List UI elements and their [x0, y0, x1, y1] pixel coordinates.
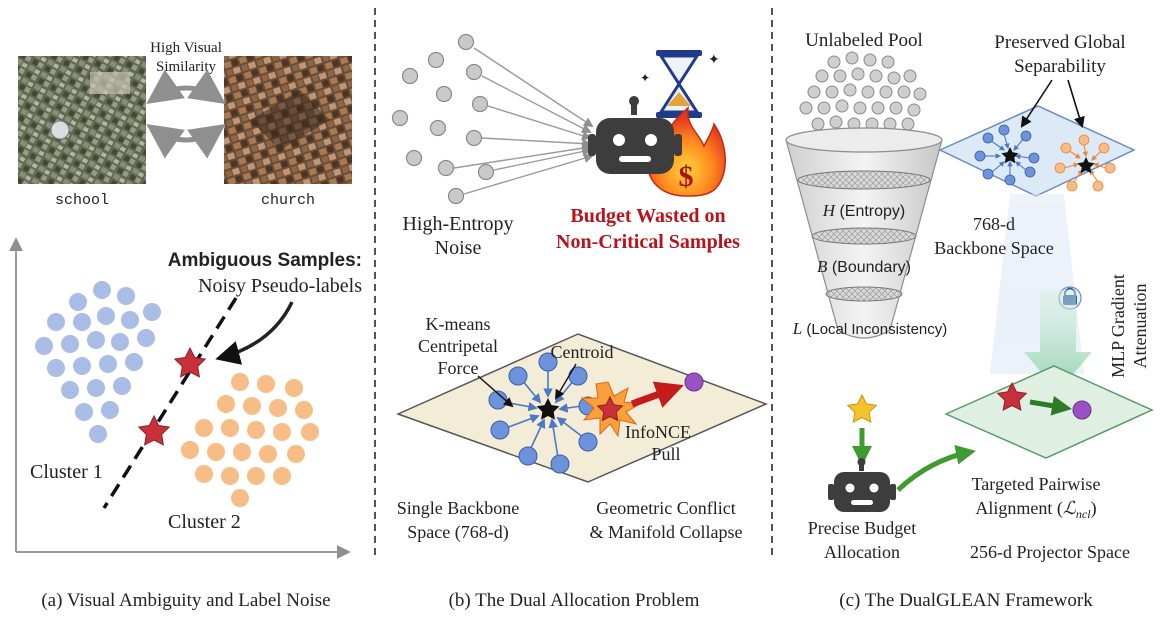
noisy-star: [596, 395, 624, 422]
hourglass-icon: ✦ ✦: [640, 50, 720, 118]
noise-dots: [391, 33, 495, 205]
separability-pointer-right: [1067, 79, 1085, 129]
precise-line1: Precise Budget: [808, 518, 916, 538]
ambiguous-star-1: [173, 346, 207, 378]
centroid-label: Centroid: [551, 342, 614, 362]
filter-h-text: (Entropy): [835, 203, 905, 220]
centripetal-spokes: [503, 368, 585, 459]
separability-pointer-left: [1020, 79, 1053, 128]
ambiguous-title: Ambiguous Samples:: [168, 250, 362, 271]
filter-b-label: B (Boundary): [817, 257, 911, 276]
selected-star: [846, 393, 878, 424]
backbone-c-line1: 768-d: [973, 214, 1015, 234]
infonce-line1: InfoNCE: [625, 422, 691, 442]
filter-b-symbol: B: [817, 257, 828, 276]
cluster-1-dots: [35, 281, 161, 443]
ambiguous-sub: Noisy Pseudo-labels: [198, 275, 362, 297]
aerial-image-school: [18, 56, 146, 184]
filter-h-mesh: [797, 170, 931, 190]
backbone-b-line2: Space (768-d): [407, 522, 508, 543]
infonce-arrow: [630, 381, 684, 408]
blue-cluster-c: [974, 124, 1040, 186]
infonce-line2: Pull: [651, 444, 680, 464]
caption-c: (c) The DualGLEAN Framework: [839, 590, 1093, 611]
robot-to-projector-arrow: [896, 444, 976, 492]
conflict-line1: Geometric Conflict: [596, 498, 735, 518]
caption-b: (b) The Dual Allocation Problem: [449, 590, 700, 611]
ambiguous-star-2: [137, 414, 171, 446]
aerial-image-church: [224, 56, 352, 184]
projector-plane: [944, 365, 1154, 459]
mlp-line1: MLP Gradient: [1108, 274, 1128, 378]
cluster-2-label: Cluster 2: [168, 511, 241, 533]
noise-arrows: [453, 47, 594, 195]
projector-positive: [1072, 400, 1092, 420]
orange-cluster-c: [1054, 134, 1116, 192]
similarity-label-line1: High Visual: [150, 40, 222, 56]
kmeans-line1: K-means: [426, 314, 491, 334]
noise-label-line1: High-Entropy: [402, 213, 513, 235]
filter-l-text: (Local Inconsistency): [802, 321, 947, 338]
projector-star: [996, 381, 1028, 412]
panel-b: ✦ ✦ $ High-Entropy Noise Budget Wasted o…: [391, 33, 768, 611]
pairwise-alignment-arrow: [1029, 395, 1072, 416]
filter-h-label: H (Entropy): [822, 201, 906, 220]
filter-l-symbol: L: [792, 319, 802, 338]
kmeans-line3: Force: [438, 358, 479, 378]
centroid-star: [536, 398, 560, 420]
panel-a: High Visual Similarity school church A: [9, 40, 362, 611]
precise-line2: Allocation: [824, 542, 900, 562]
filter-b-text: (Boundary): [827, 259, 911, 276]
centroid-pointer: [555, 363, 577, 400]
backbone-plane-c: [938, 105, 1136, 197]
targeted-suffix: ): [1091, 498, 1097, 519]
robot-icon-c: [828, 458, 896, 512]
similarity-arrow-top: [146, 69, 226, 105]
pool-dots: [799, 51, 927, 131]
ambiguous-arrow: [215, 301, 294, 365]
robot-icon: [588, 96, 682, 174]
dollar-sign: $: [679, 160, 694, 193]
decision-boundary: [102, 297, 238, 509]
targeted-symbol: ℒ: [1063, 498, 1077, 518]
caption-a: (a) Visual Ambiguity and Label Noise: [41, 590, 330, 611]
panel-c: Unlabeled Pool H (Entropy) B (Boundary) …: [785, 30, 1154, 611]
kmeans-pointer: [477, 375, 514, 408]
school-label: school: [55, 192, 109, 209]
svg-text:✦: ✦: [708, 53, 720, 68]
filter-h-symbol: H: [822, 201, 837, 220]
filter-l-mesh: [825, 286, 903, 302]
kmeans-line2: Centripetal: [418, 336, 498, 356]
targeted-sub: ncl: [1076, 507, 1091, 521]
budget-line1: Budget Wasted on: [570, 205, 725, 227]
church-label: church: [261, 192, 315, 209]
mlp-line2: Attenuation: [1130, 284, 1150, 369]
targeted-line2: Alignment (ℒncl): [975, 498, 1096, 521]
mlp-arrow: [1024, 290, 1092, 392]
pool-label: Unlabeled Pool: [805, 30, 923, 51]
svg-text:✦: ✦: [640, 71, 650, 85]
targeted-line1: Targeted Pairwise: [972, 474, 1101, 494]
conflict-line2: & Manifold Collapse: [590, 522, 743, 542]
budget-line2: Non-Critical Samples: [556, 231, 740, 253]
filter-b-mesh: [811, 227, 917, 245]
targeted-prefix: Alignment (: [975, 498, 1063, 519]
cluster-2-dots: [181, 373, 319, 507]
backbone-c-line2: Backbone Space: [934, 238, 1053, 258]
positive-sample: [684, 372, 704, 392]
similarity-arrow-bottom: [146, 123, 226, 159]
projector-label: 256-d Projector Space: [970, 542, 1130, 562]
noise-label-line2: Noise: [435, 237, 482, 259]
separability-line2: Separability: [1014, 56, 1106, 77]
similarity-label-line2: Similarity: [156, 59, 217, 75]
funnel: [785, 127, 943, 339]
filter-l-label: L (Local Inconsistency): [792, 319, 948, 338]
separability-line1: Preserved Global: [994, 32, 1125, 53]
backbone-b-line1: Single Backbone: [397, 498, 519, 518]
cluster-1-label: Cluster 1: [30, 461, 103, 483]
